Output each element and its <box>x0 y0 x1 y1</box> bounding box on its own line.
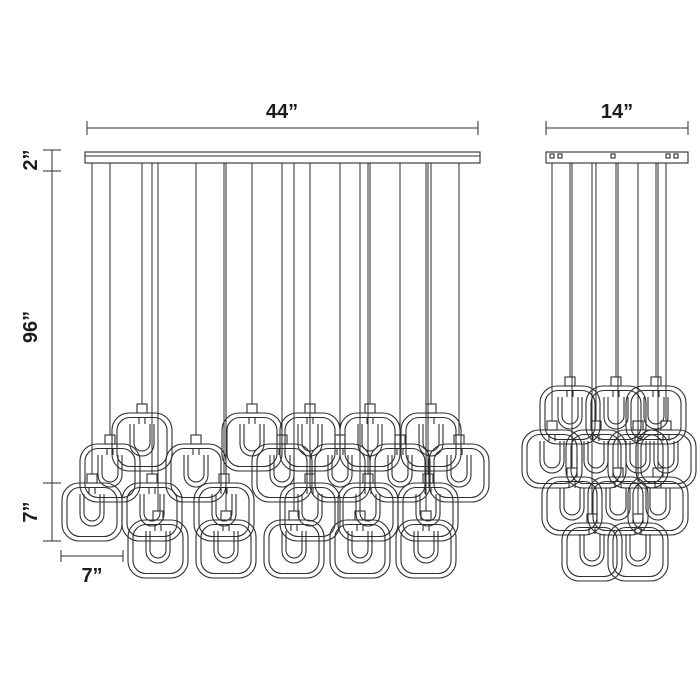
pendant <box>329 510 391 579</box>
pendant <box>127 510 189 579</box>
front-cords <box>91 163 460 511</box>
drop-height-label: 96” <box>20 311 42 343</box>
pendant <box>400 403 462 472</box>
front-canopy-bar <box>84 151 481 164</box>
pendant-width-dimension: 7” <box>60 550 124 587</box>
front-view: 44” <box>20 101 490 587</box>
front-width-dimension: 44” <box>86 101 479 135</box>
pendant-width-label: 7” <box>81 565 102 587</box>
canopy-height-label: 2” <box>20 149 42 170</box>
front-pendant-cluster <box>61 403 490 579</box>
side-width-dimension-line <box>545 121 689 135</box>
side-view: 14” <box>521 101 697 582</box>
pendant <box>263 510 325 579</box>
canopy-bolt <box>549 153 555 159</box>
canopy-bolt <box>610 153 616 159</box>
pendant-height-label: 7” <box>20 501 42 522</box>
side-width-label: 14” <box>601 101 633 123</box>
canopy-bolt <box>673 153 679 159</box>
pendant-width-dimension-line <box>60 550 124 562</box>
pendant <box>428 434 490 503</box>
left-dimension-line <box>43 149 61 542</box>
front-width-dimension-line <box>86 121 479 135</box>
side-canopy-bar <box>545 151 689 164</box>
canopy-bolt <box>665 153 671 159</box>
side-canopy <box>545 151 689 164</box>
pendant <box>61 473 123 542</box>
side-pendant-cluster <box>521 376 697 582</box>
side-width-dimension: 14” <box>545 101 689 135</box>
side-cords <box>551 163 667 514</box>
left-dimension-stack: 2” 96” 7” <box>20 149 61 542</box>
pendant <box>121 473 183 542</box>
pendant <box>111 403 173 472</box>
front-width-label: 44” <box>266 101 298 123</box>
front-canopy <box>84 151 481 164</box>
canopy-bolt <box>557 153 563 159</box>
